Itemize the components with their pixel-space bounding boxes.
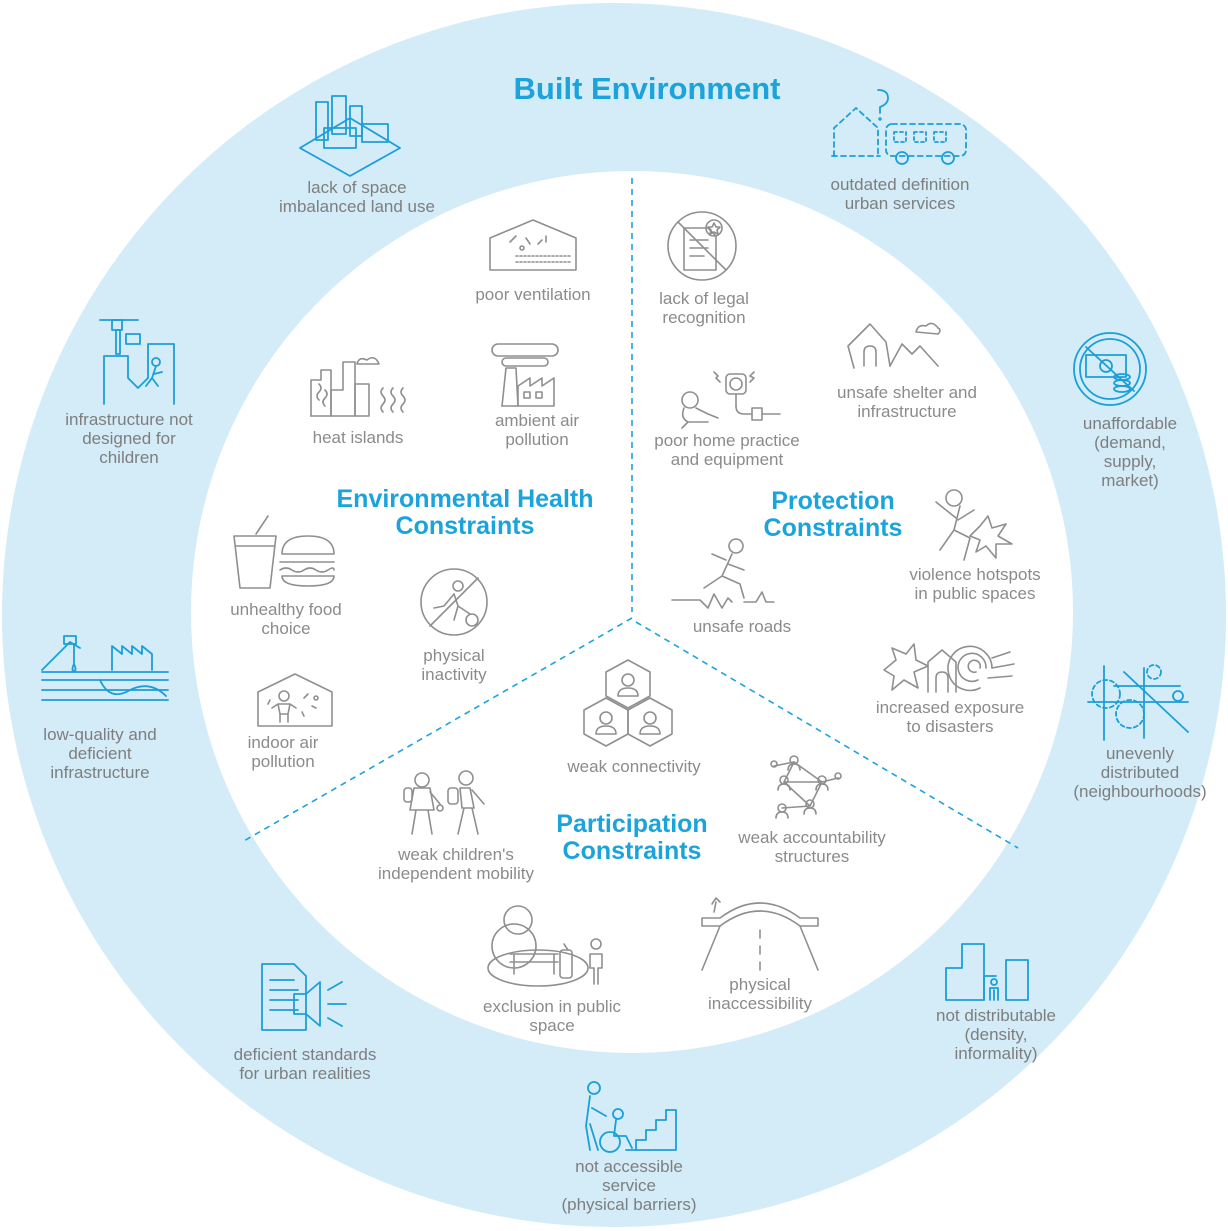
running-child-icon: [670, 536, 776, 614]
outer-label-lack-of-space: lack of space imbalanced land use: [279, 178, 435, 216]
inner-label-poor-ventilation: poor ventilation: [475, 285, 591, 304]
street-map-icon: [1084, 662, 1194, 742]
protection-title: Protection Constraints: [763, 487, 903, 542]
wheelchair-stairs-icon: [578, 1080, 678, 1154]
no-football-icon: [418, 566, 490, 638]
baby-socket-icon: [670, 366, 782, 430]
divider-right: [635, 621, 1019, 849]
children-walking-icon: [400, 768, 490, 836]
storm-house-icon: [880, 640, 1016, 694]
inner-label-exclusion-in-public-space: exclusion in public space: [483, 997, 621, 1035]
divider-left: [241, 617, 633, 843]
inner-label-unsafe-shelter: unsafe shelter and infrastructure: [837, 383, 977, 421]
factory-smoke-icon: [490, 342, 566, 408]
certificate-forbidden-icon: [664, 208, 740, 284]
inner-label-weak-independent-mobility: weak children's independent mobility: [378, 845, 534, 883]
indoor-child-icon: [254, 670, 336, 728]
road-bridge-icon: [700, 892, 820, 972]
hexagon-people-icon: [578, 656, 678, 756]
outer-label-deficient-standards: deficient standards for urban realities: [233, 1045, 377, 1083]
bench-child-icon: [484, 904, 610, 988]
diagram-title: Built Environment: [513, 71, 781, 106]
heat-city-icon: [307, 356, 411, 418]
money-forbidden-icon: [1070, 329, 1150, 409]
child-gap-icon: [98, 316, 178, 406]
participation-title: Participation Constraints: [556, 810, 708, 865]
inner-label-physical-inactivity: physical inactivity: [421, 646, 487, 684]
network-people-icon: [766, 752, 842, 819]
outer-label-not-accessible: not accessible service (physical barrier…: [561, 1157, 697, 1214]
water-tap-factory-icon: [40, 632, 170, 712]
outer-label-unevenly-distributed: unevenly distributed (neighbourhoods): [1073, 744, 1207, 801]
inner-label-weak-connectivity: weak connectivity: [567, 757, 701, 776]
document-megaphone-icon: [258, 960, 354, 1034]
inner-label-ambient-air-pollution: ambient air pollution: [494, 411, 580, 449]
buildings-child-icon: [944, 940, 1034, 1004]
inner-label-heat-islands: heat islands: [312, 428, 404, 447]
inner-label-physical-inaccessibility: physical inaccessibility: [708, 975, 812, 1013]
inner-label-weak-accountability: weak accountability structures: [738, 828, 886, 866]
house-bus-question-icon: [830, 86, 970, 166]
falling-person-icon: [930, 486, 1016, 562]
collapsed-house-icon: [846, 318, 941, 370]
inner-label-unhealthy-food: unhealthy food choice: [230, 600, 342, 638]
inner-label-exposure-to-disasters: increased exposure to disasters: [875, 698, 1025, 736]
inner-label-indoor-air-pollution: indoor air pollution: [247, 733, 319, 771]
drink-burger-icon: [232, 514, 336, 590]
inner-label-poor-home-practice: poor home practice and equipment: [654, 431, 800, 469]
inner-label-lack-of-legal-recognition: lack of legal recognition: [659, 289, 749, 327]
outer-label-infrastructure-not-designed: infrastructure not designed for children: [65, 410, 193, 467]
inner-label-violence-hotspots: violence hotspots in public spaces: [909, 565, 1041, 603]
city-blocks-icon: [298, 95, 402, 177]
outer-label-low-quality: low-quality and deficient infrastructure: [43, 725, 157, 782]
outer-label-unaffordable: unaffordable (demand, supply, market): [1082, 414, 1178, 490]
ventilation-house-icon: [486, 216, 580, 274]
environmental-health-title: Environmental Health Constraints: [336, 485, 594, 540]
outer-label-outdated-definition: outdated definition urban services: [830, 175, 970, 213]
outer-label-not-distributable: not distributable (density, informality): [935, 1006, 1057, 1063]
inner-label-unsafe-roads: unsafe roads: [692, 617, 792, 636]
